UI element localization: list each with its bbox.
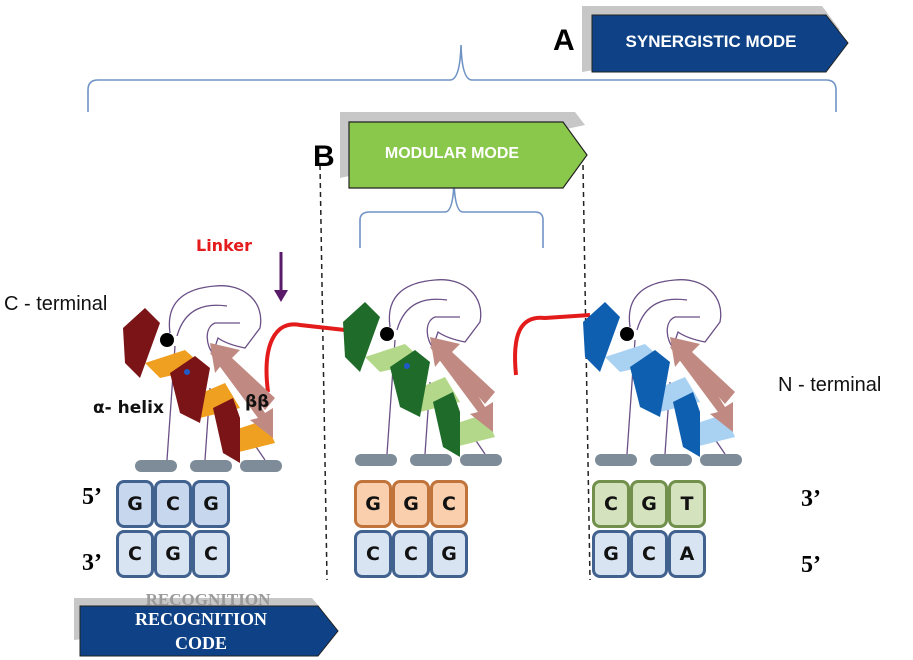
synergistic-mode-label: SYNERGISTIC MODE	[625, 32, 797, 51]
dna-base-module-1-bottom-1: C	[116, 530, 154, 578]
separator-right	[582, 164, 591, 581]
linker-2	[513, 313, 591, 376]
beta-strand-down	[210, 346, 273, 438]
zinc-finger-module-3	[583, 279, 742, 466]
c-terminal-label: C - terminal	[4, 293, 108, 315]
beta-strand-down	[670, 340, 733, 432]
helix-dark-2	[630, 350, 670, 417]
alpha-helix-label: α- helix	[93, 398, 164, 418]
linker-arrow-head	[274, 290, 288, 302]
recognition-code-label: RECOGNITION CODE	[86, 607, 316, 655]
dna-base-module-1-top-3: G	[192, 480, 230, 528]
synergistic-bracket	[87, 44, 837, 112]
dna-base-module-3-bottom-3: A	[668, 530, 706, 578]
beta-strand-up	[670, 337, 735, 404]
strand-end-bottom-left: 3’	[82, 550, 102, 576]
contact-pad-2	[410, 454, 452, 466]
dna-base-module-2-bottom-3: G	[430, 530, 468, 578]
dna-base-module-3-top-2: G	[630, 480, 668, 528]
contact-pad-2	[190, 460, 232, 472]
beta-strand-up	[210, 343, 275, 410]
loop-outline	[628, 279, 722, 349]
helix-dark-1	[123, 308, 160, 378]
beta-strand-up	[430, 337, 495, 404]
dna-base-module-1-bottom-2: G	[154, 530, 192, 578]
dna-base-module-1-bottom-3: C	[192, 530, 230, 578]
contact-pad-3	[700, 454, 742, 466]
helix-dark-3	[673, 392, 700, 457]
residue-dot	[404, 363, 410, 369]
dna-base-module-3-bottom-2: C	[630, 530, 668, 578]
recognition-line-2: CODE	[174, 633, 227, 653]
modular-bracket	[359, 181, 544, 248]
zinc-finger-module-2	[343, 279, 502, 466]
loop-outline	[388, 279, 482, 349]
strand-end-top-left: 5’	[82, 484, 102, 510]
modular-mode-banner	[348, 121, 588, 189]
helix-dark-2	[170, 356, 210, 423]
n-terminal-label: N - terminal	[778, 374, 882, 396]
strand-end-top-right: 3’	[801, 486, 821, 512]
helix-dark-3	[213, 398, 240, 463]
helix-dark-1	[343, 302, 380, 372]
dna-base-module-1-top-2: C	[154, 480, 192, 528]
dna-base-module-2-bottom-1: C	[354, 530, 392, 578]
residue-dot	[184, 369, 190, 375]
helix-dark-3	[433, 392, 460, 457]
separator-left	[319, 164, 328, 581]
dna-base-module-2-top-2: G	[392, 480, 430, 528]
zinc-atom	[160, 333, 174, 347]
zinc-atom	[380, 327, 394, 341]
recognition-code-banner	[79, 605, 339, 657]
dna-base-module-3-top-1: C	[592, 480, 630, 528]
dna-base-module-3-top-3: T	[668, 480, 706, 528]
synergistic-mode-banner	[591, 14, 849, 73]
helix-dark-2	[390, 350, 430, 417]
helix-dark-1	[583, 302, 620, 372]
contact-pad-1	[135, 460, 177, 472]
panel-a-letter: A	[553, 24, 575, 57]
dna-base-module-2-bottom-2: C	[392, 530, 430, 578]
panel-b-letter: B	[313, 140, 335, 173]
strand-end-bottom-right: 5’	[801, 552, 821, 578]
contact-pad-1	[595, 454, 637, 466]
dna-base-module-2-top-3: C	[430, 480, 468, 528]
linker-1	[264, 322, 346, 393]
contact-pad-1	[355, 454, 397, 466]
contact-pad-2	[650, 454, 692, 466]
contact-pad-3	[240, 460, 282, 472]
beta-sheet-label: ββ	[245, 392, 270, 412]
beta-strand-down	[430, 340, 493, 432]
dna-base-module-3-bottom-1: G	[592, 530, 630, 578]
zinc-atom	[620, 327, 634, 341]
recognition-line-1: RECOGNITION	[134, 609, 268, 629]
zinc-finger-module-1	[123, 285, 282, 472]
recognition-shadow-text: RECOGNITION	[145, 593, 271, 605]
dna-base-module-2-top-1: G	[354, 480, 392, 528]
dna-base-module-1-top-1: G	[116, 480, 154, 528]
modular-mode-label: MODULAR MODE	[384, 145, 520, 162]
contact-pad-3	[460, 454, 502, 466]
loop-outline	[168, 285, 262, 355]
linker-label: Linker	[196, 236, 253, 255]
